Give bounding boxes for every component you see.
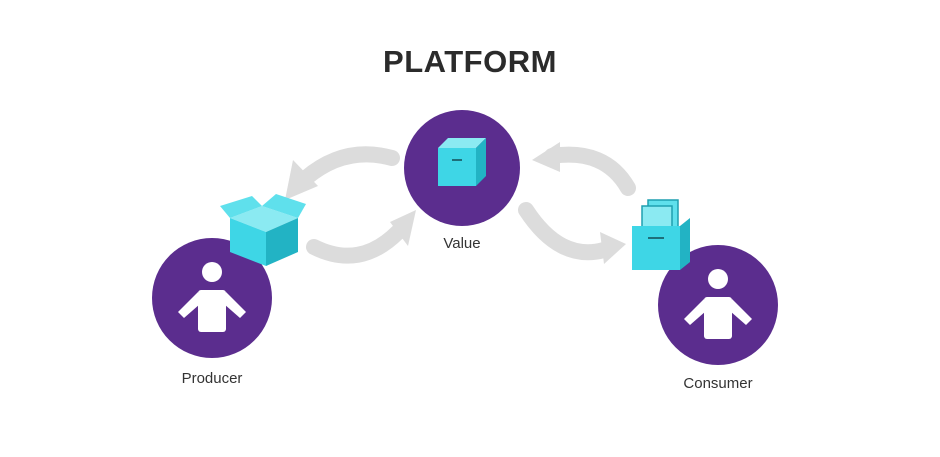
- value-label: Value: [443, 235, 481, 252]
- open-box-icon: [220, 194, 306, 266]
- arrow-producer-to-value: [306, 210, 416, 264]
- value-node: [404, 110, 520, 226]
- producer-label: Producer: [181, 370, 243, 387]
- person-icon: [178, 262, 246, 332]
- arrow-consumer-to-value: [532, 142, 636, 196]
- person-icon: [684, 269, 752, 339]
- consumer-label: Consumer: [683, 375, 753, 392]
- diagram-title: PLATFORM: [383, 44, 557, 79]
- consumer-node: [658, 245, 778, 365]
- arrow-value-to-consumer: [518, 202, 626, 264]
- file-cabinet-icon: [632, 199, 690, 270]
- box-icon: [438, 138, 486, 186]
- producer-node: [152, 238, 272, 358]
- arrow-value-to-producer: [285, 146, 400, 200]
